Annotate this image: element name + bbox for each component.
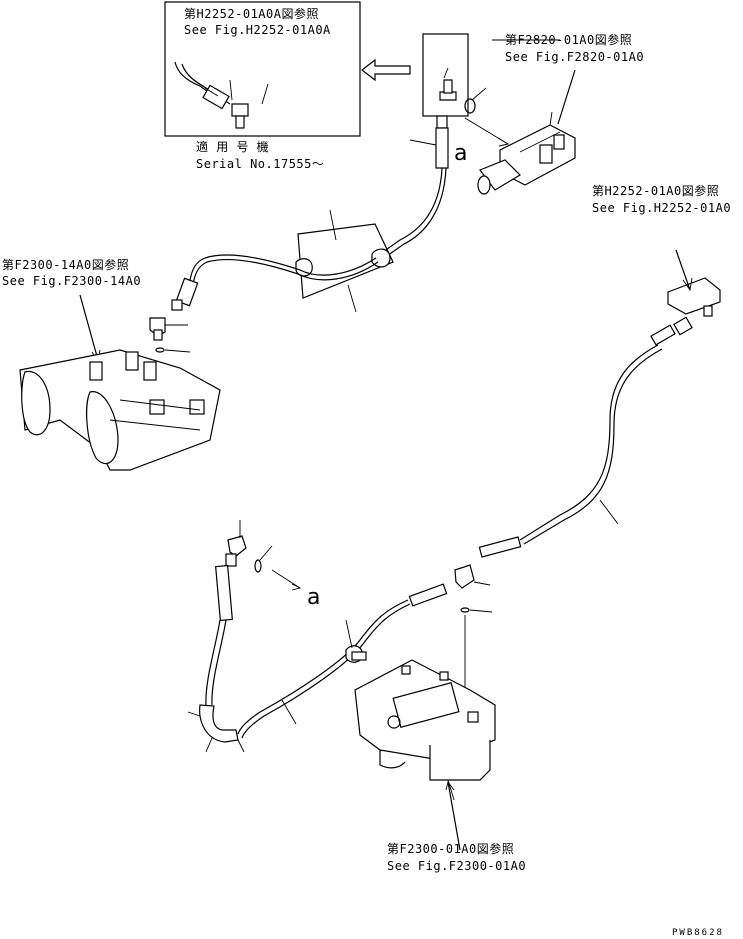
detail-ref-en: See Fig.H2252-01A0A: [184, 23, 331, 37]
detail-ref-jp: 第H2252-01A0A図参照: [184, 7, 319, 21]
ref-h2252-jp: 第H2252-01A0図参照: [592, 184, 720, 198]
control-valve: [354, 659, 496, 851]
lower-left-hose: [187, 520, 302, 753]
inset-arrow-icon: [361, 58, 411, 82]
drawing-code: PWB8628: [672, 928, 724, 938]
ref-f2300-14-en: See Fig.F2300-14A0: [2, 274, 142, 288]
clamp-plate: [295, 209, 394, 313]
transmission-case: [19, 349, 221, 471]
right-block: [519, 249, 721, 545]
mark-a-upper: a: [454, 141, 468, 166]
ref-f2300-01-jp: 第F2300-01A0図参照: [387, 842, 515, 856]
left-elbow: [79, 294, 191, 364]
ref-f2820-jp: 第F2820-01A0図参照: [505, 33, 633, 47]
mark-a-lower: a: [307, 585, 321, 610]
elbow-fitting-box: [422, 33, 510, 147]
mid-fittings: [408, 536, 522, 690]
serial-label-jp: 適 用 号 機: [196, 140, 270, 154]
ref-f2300-14-jp: 第F2300-14A0図参照: [2, 258, 130, 272]
ref-f2820-en: See Fig.F2820-01A0: [505, 50, 645, 64]
detail-inset: [164, 1, 361, 137]
left-hose: [171, 254, 379, 311]
upper-hose: [379, 115, 449, 259]
ref-h2252-en: See Fig.H2252-01A0: [592, 201, 732, 215]
ref-f2300-01-en: See Fig.F2300-01A0: [387, 859, 527, 873]
serial-label-en: Serial No.17555～: [196, 157, 325, 171]
lower-hose: [237, 599, 411, 739]
solenoid-valve: [477, 69, 576, 195]
